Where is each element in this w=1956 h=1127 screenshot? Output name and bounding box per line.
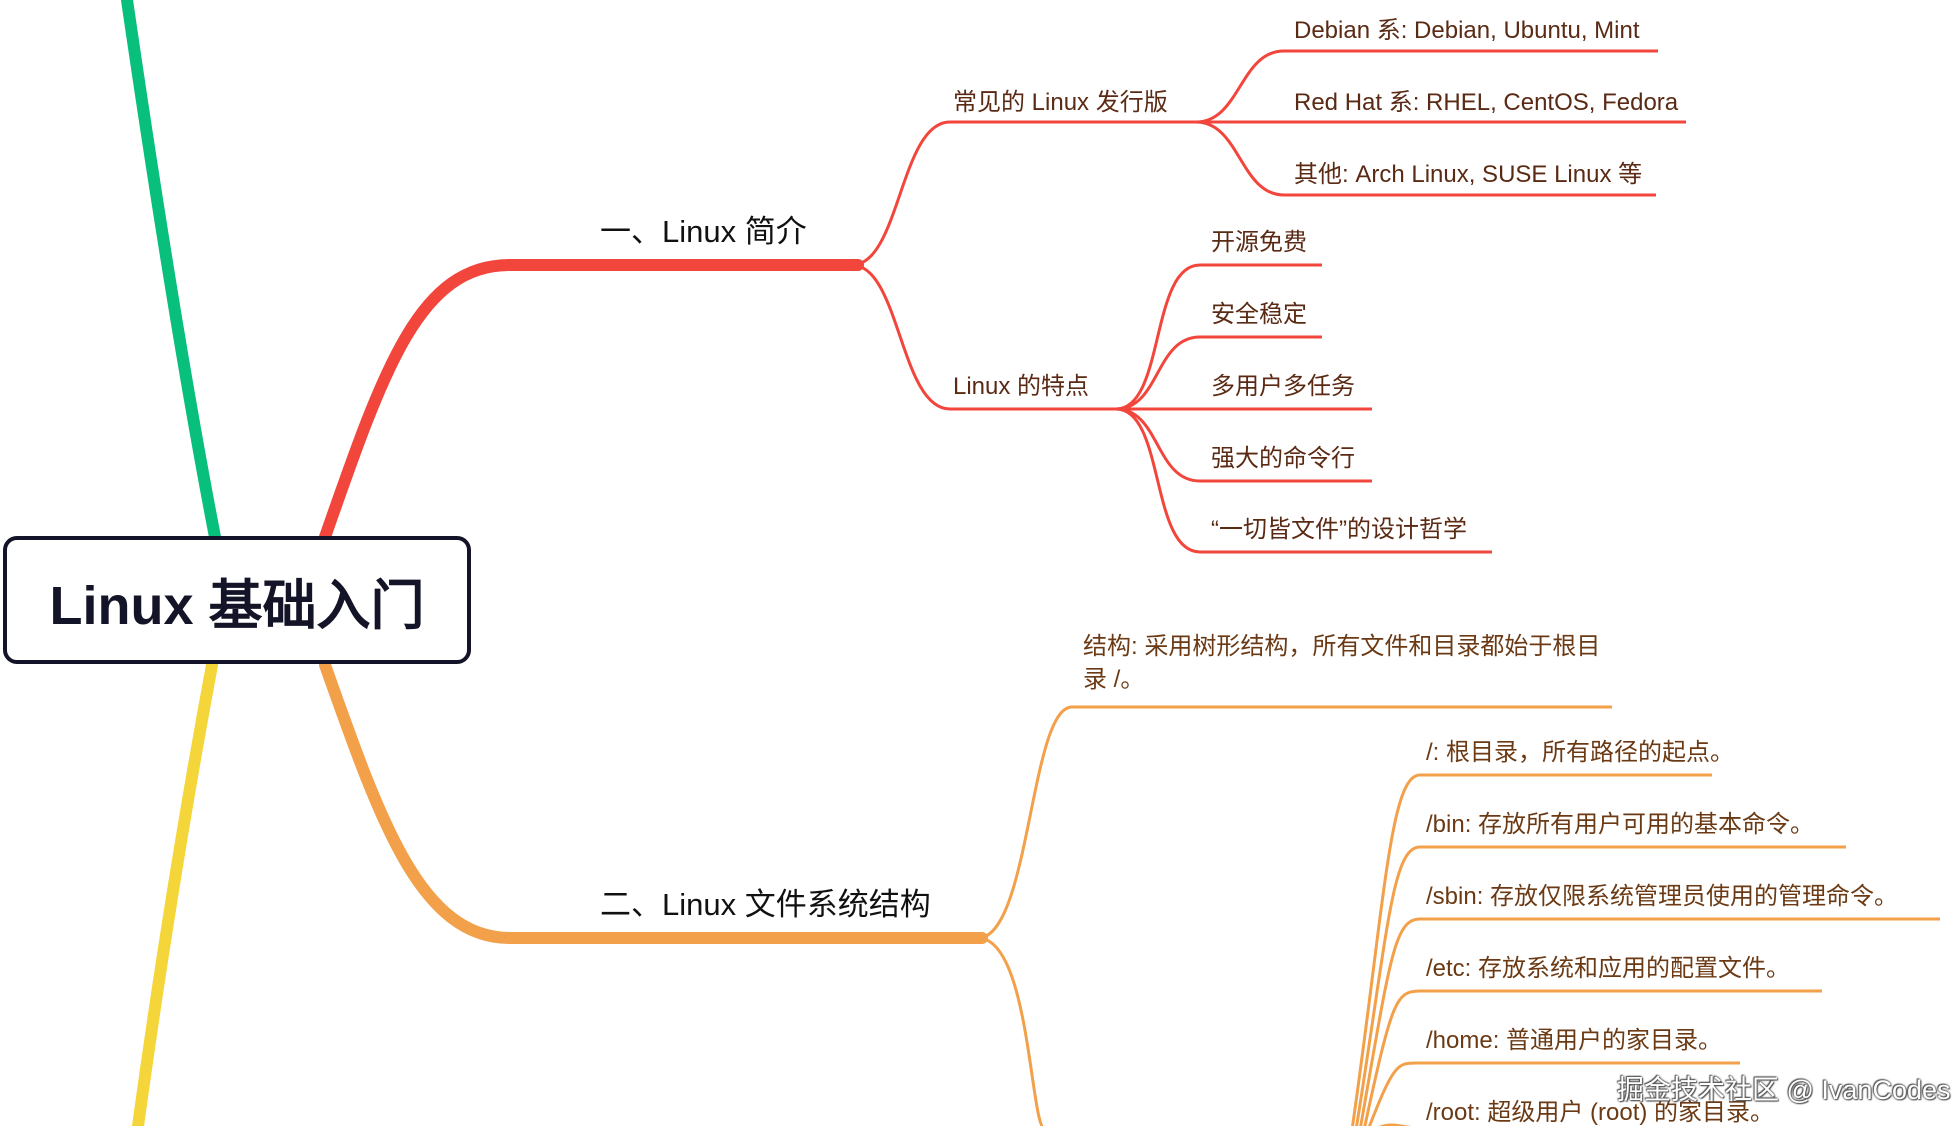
section1-connectors (851, 49, 1686, 554)
distro-item[interactable]: Debian 系: Debian, Ubuntu, Mint (1294, 17, 1640, 44)
directory-item[interactable]: /root: 超级用户 (root) 的家目录。 (1426, 1099, 1775, 1126)
section1-title[interactable]: 一、Linux 简介 (600, 214, 807, 249)
branch-red (319, 259, 864, 543)
group-features-label[interactable]: Linux 的特点 (953, 373, 1090, 400)
root-node[interactable]: Linux 基础入门 (3, 536, 471, 664)
directory-item[interactable]: /: 根目录，所有路径的起点。 (1426, 739, 1735, 766)
feature-item[interactable]: 强大的命令行 (1211, 445, 1355, 472)
directory-item[interactable]: /home: 普通用户的家目录。 (1426, 1027, 1723, 1054)
directory-item[interactable]: /sbin: 存放仅限系统管理员使用的管理命令。 (1426, 883, 1899, 910)
branch-orange (319, 659, 988, 944)
feature-item[interactable]: “一切皆文件”的设计哲学 (1211, 516, 1467, 543)
directory-item[interactable]: /bin: 存放所有用户可用的基本命令。 (1426, 811, 1815, 838)
branch-green (121, 0, 221, 543)
section2-connectors (977, 705, 1940, 1126)
directory-item[interactable]: /etc: 存放系统和应用的配置文件。 (1426, 955, 1791, 982)
section2-title[interactable]: 二、Linux 文件系统结构 (600, 887, 931, 922)
group-distros-label[interactable]: 常见的 Linux 发行版 (953, 89, 1168, 116)
distro-item[interactable]: Red Hat 系: RHEL, CentOS, Fedora (1294, 89, 1679, 116)
feature-item[interactable]: 安全稳定 (1211, 301, 1307, 328)
distro-item[interactable]: 其他: Arch Linux, SUSE Linux 等 (1294, 161, 1643, 188)
feature-item[interactable]: 开源免费 (1211, 229, 1307, 256)
root-title: Linux 基础入门 (49, 575, 425, 636)
branch-yellow (132, 659, 218, 1126)
feature-item[interactable]: 多用户多任务 (1211, 373, 1355, 400)
watermark: 掘金技术社区 @ IvanCodes (1617, 1075, 1951, 1105)
structure-note[interactable]: 结构: 采用树形结构，所有文件和目录都始于根目录 /。 (1083, 633, 1601, 693)
